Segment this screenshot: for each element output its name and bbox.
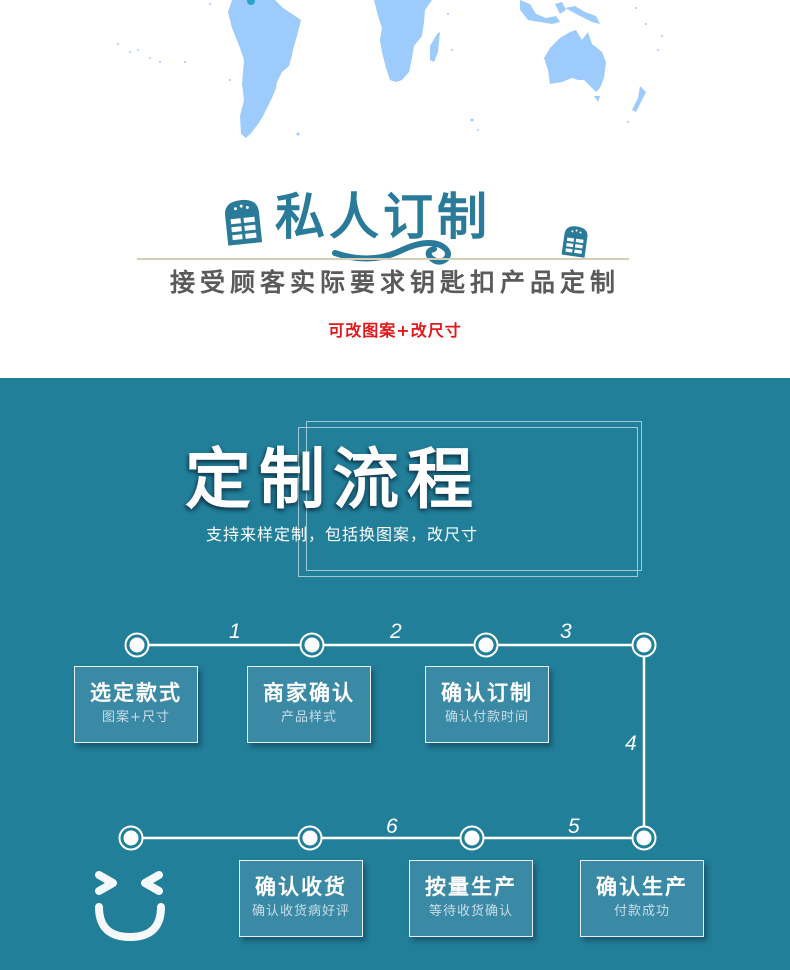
step-number-4: 4 [625, 732, 637, 755]
step-number-2: 2 [390, 620, 402, 643]
shopping-bag-icon [561, 226, 588, 258]
step-card-select-style: 选定款式 图案+尺寸 [74, 666, 198, 743]
step-desc: 产品样式 [280, 710, 337, 725]
title-block: 私人订制 [0, 185, 790, 265]
timeline-connector [118, 632, 657, 851]
step-desc: 确认收货病好评 [251, 904, 350, 919]
page-title: 私人订制 [275, 188, 491, 246]
top-section: 私人订制 接受顾客实际要求钥匙扣产品定制 可改图案+改尺寸 [0, 0, 790, 378]
step-number-3: 3 [560, 620, 572, 643]
page-subtitle: 接受顾客实际要求钥匙扣产品定制 [169, 268, 620, 297]
step-title: 按量生产 [425, 875, 517, 899]
step-title: 商家确认 [263, 681, 355, 705]
step-number-5: 5 [568, 815, 580, 838]
decorative-frame [306, 421, 642, 571]
step-card-confirm-production: 确认生产 付款成功 [580, 860, 704, 937]
step-title: 确认订制 [441, 681, 533, 705]
swirl-decoration-icon [332, 240, 451, 265]
step-number-1: 1 [229, 620, 241, 643]
shopping-bag-icon [225, 199, 263, 246]
step-card-confirm-receipt: 确认收货 确认收货病好评 [239, 860, 363, 937]
step-title: 选定款式 [90, 681, 182, 705]
smiley-face-icon [95, 871, 165, 941]
step-title: 确认收货 [255, 875, 347, 899]
customization-note: 可改图案+改尺寸 [328, 321, 462, 340]
step-desc: 付款成功 [613, 904, 670, 919]
step-desc: 等待收货确认 [428, 904, 513, 919]
timeline-node-icon [118, 632, 657, 851]
title-divider [137, 258, 629, 260]
step-desc: 确认付款时间 [444, 710, 529, 725]
step-title: 确认生产 [596, 875, 688, 899]
world-map-icon [117, 0, 663, 138]
step-card-mass-production: 按量生产 等待收货确认 [409, 860, 533, 937]
step-card-merchant-confirm: 商家确认 产品样式 [247, 666, 371, 743]
process-subtitle: 支持来样定制，包括换图案，改尺寸 [206, 525, 479, 544]
step-card-confirm-order: 确认订制 确认付款时间 [425, 666, 549, 743]
process-section: 定制流程 支持来样定制，包括换图案，改尺寸 1 2 3 4 5 6 选定款式 图… [0, 378, 790, 970]
decorative-frame [298, 427, 638, 577]
process-title: 定制流程 [185, 441, 481, 518]
step-desc: 图案+尺寸 [102, 710, 170, 725]
step-number-6: 6 [386, 815, 398, 838]
